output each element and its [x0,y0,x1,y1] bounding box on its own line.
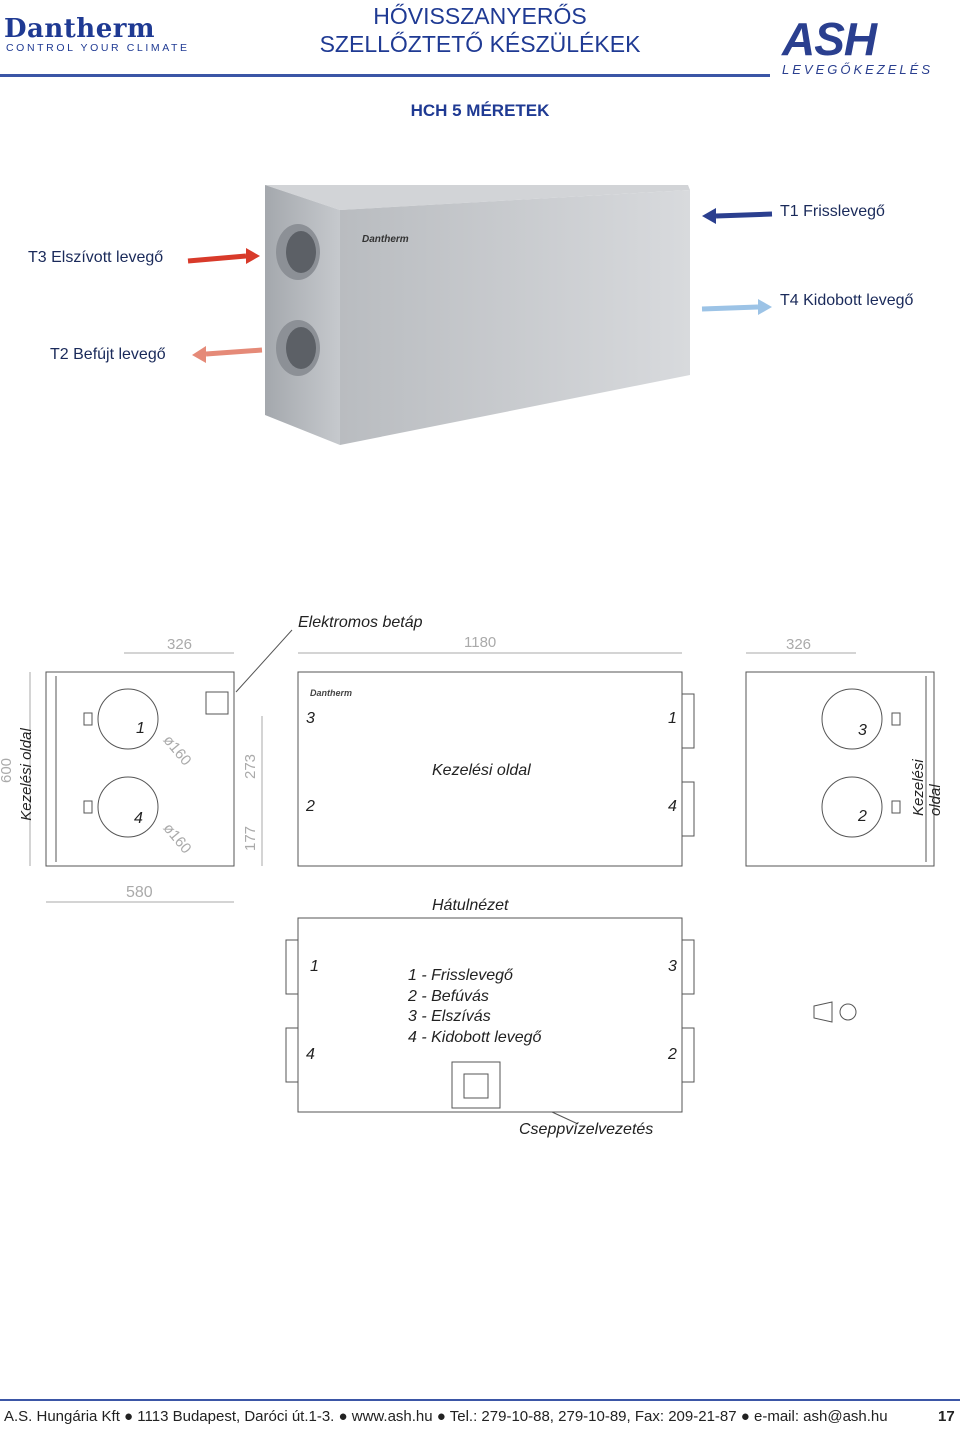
ash-logo-text: ASH [782,13,877,65]
left-duct-top [97,688,159,750]
section-subtitle: HCH 5 MÉRETEK [410,101,550,120]
legend-item-1: 1 - Frisslevegő [408,967,513,984]
page-title-line2: SZELLŐZTETŐ KÉSZÜLÉKEK [319,31,641,57]
label-t3: T3 Elszívott levegő [28,249,164,266]
arrow-t3 [187,248,260,264]
leader-elektromos [235,629,293,693]
front-num-2: 2 [306,798,315,815]
drain-box [451,1061,501,1109]
label-t1: T1 Frisslevegő [780,203,885,220]
back-num-2: 2 [668,1046,677,1063]
power-box [205,691,229,715]
dim-177: 177 [242,825,260,852]
left-duct-bottom [97,776,159,838]
right-num-3: 3 [858,722,867,739]
arrow-t4 [701,299,772,315]
left-num-4: 4 [134,810,143,827]
label-hatulnezet: Hátulnézet [432,897,509,914]
dantherm-tagline: CONTROL YOUR CLIMATE [6,42,190,54]
dim-326-right: 326 [786,636,812,653]
ash-logo: ASH [782,12,877,66]
product-photo: Dantherm [187,185,773,445]
page-title-line1: HŐVISSZANYERŐS [373,3,587,29]
unit-brand: Dantherm [362,234,409,245]
left-view-box [45,671,235,867]
front-view-box [297,671,683,867]
duct-bottom [276,320,320,376]
dantherm-logo: Dantherm [4,14,155,44]
duct-top [276,224,320,280]
drain-symbol [839,1003,857,1021]
legend-item-2: 2 - Befúvás [408,987,489,1005]
back-num-1: 1 [310,958,319,975]
right-num-2: 2 [858,808,867,825]
dim-273: 273 [242,753,260,780]
unit-top [265,185,690,210]
back-num-3: 3 [668,958,677,975]
page-title: HŐVISSZANYERŐS SZELLŐZTETŐ KÉSZÜLÉKEK [250,2,710,58]
page-number: 17 [938,1408,955,1425]
front-num-4: 4 [668,798,677,815]
footer-contact: A.S. Hungária Kft ● 1113 Budapest, Daróc… [4,1408,888,1425]
right-view-box [745,671,935,867]
legend-item-3: 3 - Elszívás [408,1008,491,1025]
unit-front [340,190,690,445]
footer-divider [0,1399,960,1401]
dim-600: 600 [0,757,16,784]
front-num-1: 1 [668,710,677,727]
label-kezelesi-right: Kezelési oldal [910,759,944,816]
label-kezelesi-left: Kezelési oldal [17,728,35,821]
label-kezelesi-center: Kezelési oldal [432,762,531,779]
right-duct-top [821,688,883,750]
label-t4: T4 Kidobott levegő [780,292,914,309]
dim-1180: 1180 [464,634,497,651]
back-num-4: 4 [306,1046,315,1063]
drain-cone [813,1001,833,1023]
unit-side [265,185,340,445]
header-divider [0,74,770,77]
front-brand: Dantherm [310,688,353,698]
label-cseppviz: Cseppvízelvezetés [519,1121,654,1138]
left-num-1: 1 [136,720,145,737]
technical-drawing [29,629,935,1125]
front-num-3: 3 [306,710,315,727]
legend: 1 - Frisslevegő 2 - Befúvás 3 - Elszívás… [408,966,541,1048]
back-view-box [297,917,683,1113]
leader-cseppviz [551,1111,579,1125]
arrow-t2 [192,346,263,363]
dim-580: 580 [126,884,153,901]
dim-326-left: 326 [167,636,193,653]
label-elektromos: Elektromos betáp [298,614,423,631]
ash-tagline: LEVEGŐKEZELÉS [782,62,933,77]
right-duct-bottom [821,776,883,838]
label-t2: T2 Befújt levegő [50,346,166,363]
legend-item-4: 4 - Kidobott levegő [408,1028,542,1046]
arrow-t1 [702,208,773,224]
